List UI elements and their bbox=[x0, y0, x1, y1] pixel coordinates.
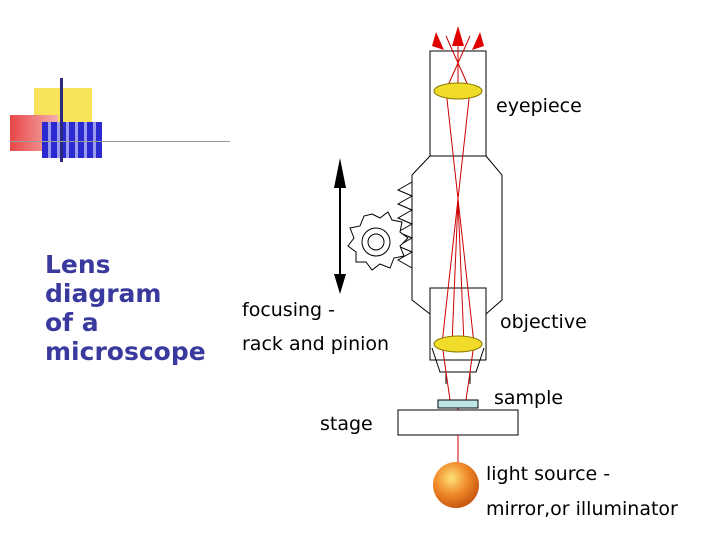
title-line: diagram bbox=[45, 279, 162, 308]
label-sample: sample bbox=[494, 387, 563, 409]
stage bbox=[397, 409, 519, 436]
label-focusing: focusing - bbox=[242, 299, 335, 321]
light-rays bbox=[441, 34, 475, 480]
decor-horizontal-line bbox=[10, 141, 230, 142]
slide-title: Lens diagram of a microscope bbox=[45, 250, 206, 366]
decor-vertical-line bbox=[60, 78, 63, 162]
rack-teeth bbox=[396, 181, 414, 269]
label-rack-and-pinion: rack and pinion bbox=[242, 333, 389, 355]
pinion-gear bbox=[347, 211, 409, 271]
objective-lens bbox=[433, 335, 483, 353]
label-mirror-illuminator: mirror,or illuminator bbox=[486, 498, 678, 520]
label-light-source: light source - bbox=[486, 463, 610, 485]
label-objective: objective bbox=[500, 311, 587, 333]
sample-slide bbox=[437, 399, 479, 409]
decor-blue-square bbox=[42, 122, 102, 158]
title-line: of a bbox=[45, 308, 99, 337]
ray-arrowheads bbox=[432, 26, 484, 50]
focusing-arrow bbox=[334, 158, 346, 294]
label-eyepiece: eyepiece bbox=[496, 95, 582, 117]
title-line: microscope bbox=[45, 337, 206, 366]
eyepiece-lens bbox=[433, 82, 483, 100]
light-source-lamp bbox=[433, 462, 479, 508]
label-stage: stage bbox=[320, 413, 373, 435]
title-line: Lens bbox=[45, 250, 111, 279]
